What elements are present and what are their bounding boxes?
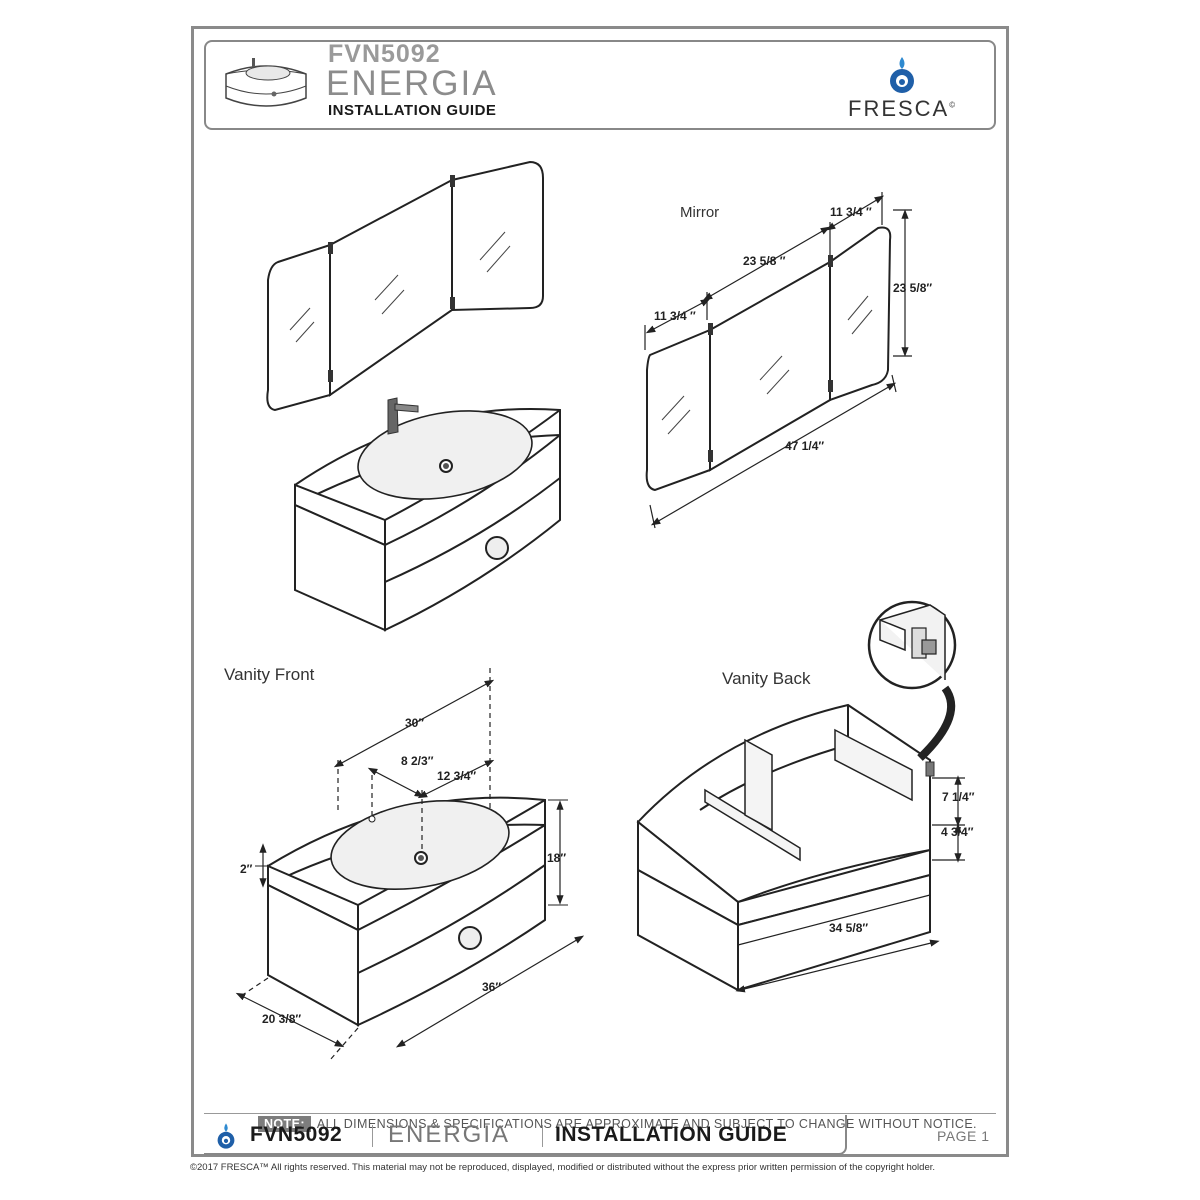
dim-front-2: 2″ — [240, 862, 253, 876]
dim-back-4-3-4: 4 3/4″ — [941, 825, 974, 839]
footer-divider — [204, 1113, 996, 1114]
vanity-assembled-drawing — [294, 397, 561, 632]
dim-mirror-center-top: 23 5/8 ″ — [743, 254, 786, 268]
vanity-front-label: Vanity Front — [224, 665, 315, 684]
dim-mirror-side-top: 11 3/4 ″ — [830, 205, 872, 219]
vanity-back-drawing — [636, 703, 965, 993]
dim-mirror-width: 47 1/4″ — [785, 439, 825, 453]
page-frame — [191, 26, 1009, 1157]
mirror-assembled-drawing — [266, 160, 544, 412]
vanity-front-drawing — [235, 668, 585, 1061]
brand-name: FRESCA© — [848, 96, 958, 121]
bracket-detail-callout — [867, 600, 957, 761]
footer-separator — [372, 1125, 373, 1147]
dim-back-7-1-4: 7 1/4″ — [942, 790, 975, 804]
header-box — [204, 40, 996, 130]
footer-doc-type: INSTALLATION GUIDE — [555, 1123, 788, 1146]
dim-front-36: 36″ — [482, 980, 502, 994]
note-text: ALL DIMENSIONS & SPECIFICATIONS ARE APPR… — [316, 1117, 977, 1131]
page-number: PAGE 1 — [937, 1128, 990, 1144]
footer-box — [204, 1115, 847, 1155]
dim-mirror-height: 23 5/8″ — [893, 281, 933, 295]
dim-front-8-2-3: 8 2/3″ — [401, 754, 434, 768]
header-doc-type: INSTALLATION GUIDE — [328, 102, 497, 119]
dim-front-12-3-4: 12 3/4″ — [437, 769, 477, 783]
vanity-thumbnail-icon — [225, 58, 307, 107]
footer-model-number: FVN5092 — [250, 1123, 343, 1146]
dim-mirror-side-left: 11 3/4 ″ — [654, 309, 696, 323]
dim-front-30: 30″ — [405, 716, 425, 730]
footer-collection-name: ENERGIA — [388, 1121, 511, 1148]
header-model-number: FVN5092 — [328, 40, 441, 68]
mirror-dimension-drawing — [644, 192, 912, 529]
copyright-notice: ©2017 FRESCA™ All rights reserved. This … — [190, 1162, 936, 1173]
vanity-back-label: Vanity Back — [722, 669, 811, 688]
dim-front-20-3-8: 20 3/8″ — [262, 1012, 302, 1026]
dim-back-34-5-8: 34 5/8″ — [829, 921, 869, 935]
disclaimer-note: NOTE: ALL DIMENSIONS & SPECIFICATIONS ARE… — [258, 1116, 977, 1132]
footer-fresca-logo-icon — [217, 1123, 235, 1149]
note-tag: NOTE: — [258, 1116, 311, 1132]
dim-front-18: 18″ — [547, 851, 567, 865]
footer-separator — [542, 1125, 543, 1147]
fresca-logo-icon — [890, 57, 914, 93]
mirror-label: Mirror — [680, 204, 720, 221]
header-collection-name: ENERGIA — [326, 64, 498, 103]
